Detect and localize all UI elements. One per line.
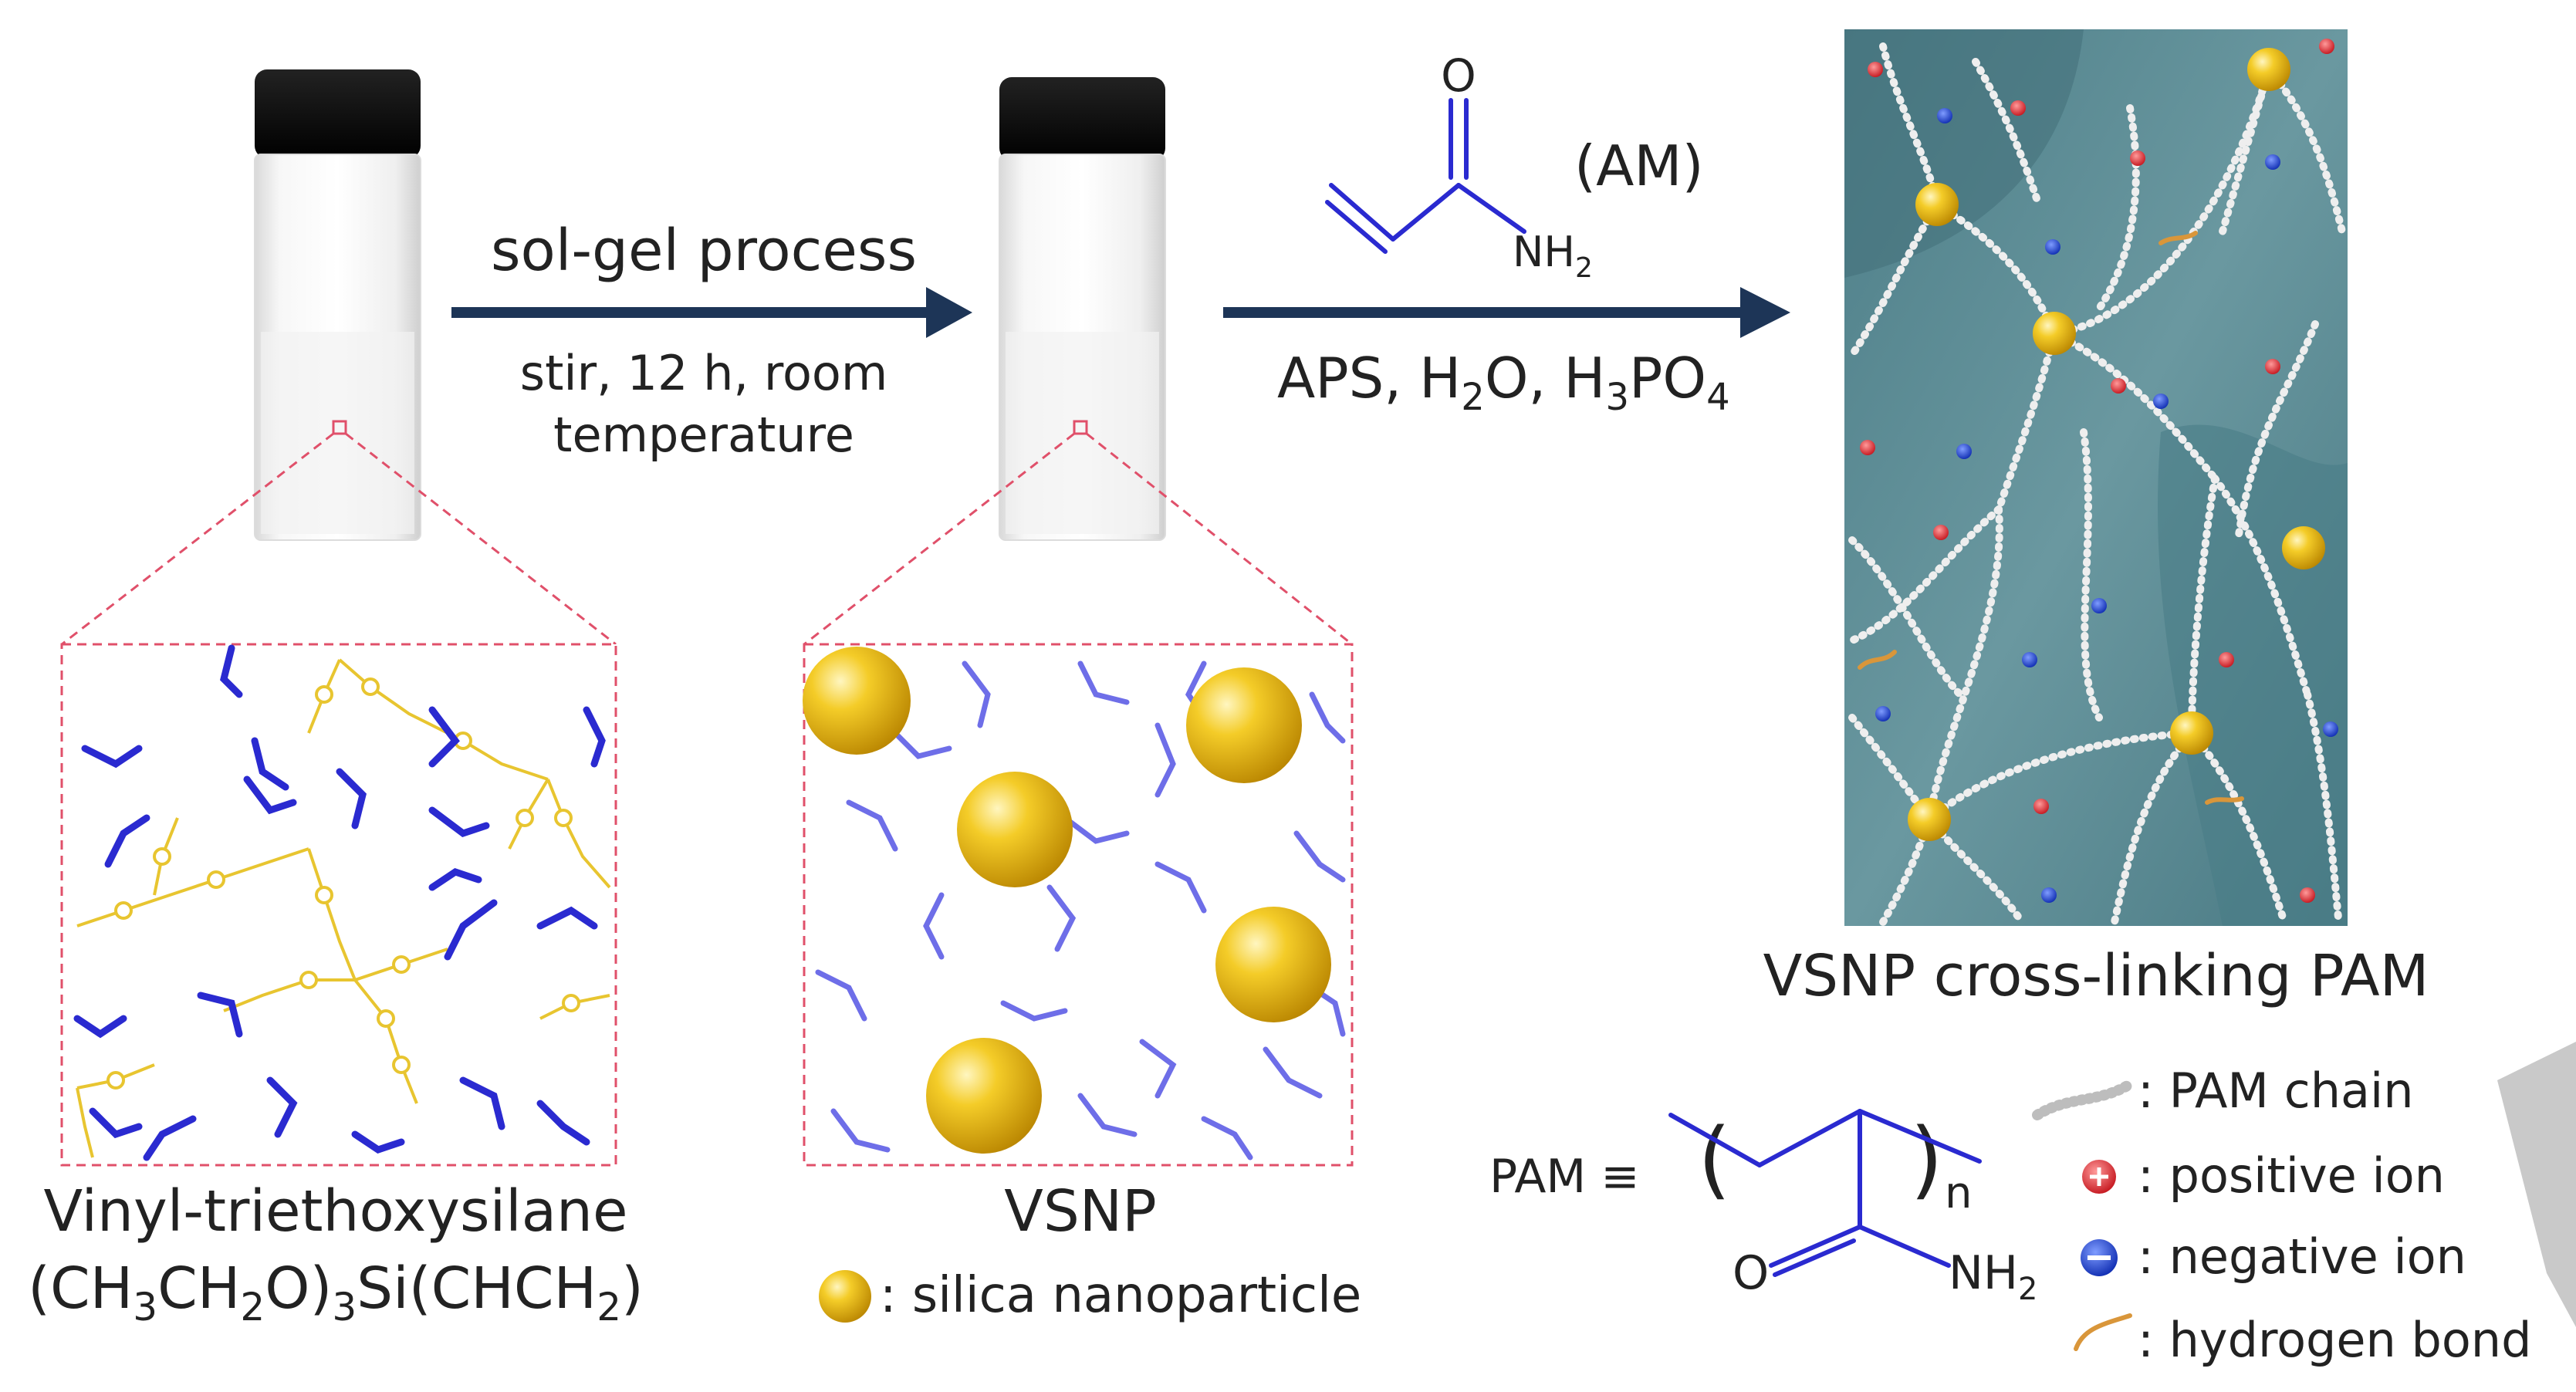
silica-spheres — [803, 647, 1331, 1154]
reaction-arrow-2 — [1223, 287, 1790, 338]
zoom-marker — [332, 420, 347, 435]
step1-label-bottom-2: temperature — [553, 407, 854, 463]
hydrogel-panel — [1844, 29, 2348, 926]
positive-ion-legend-icon — [2082, 1160, 2116, 1194]
legend-negative-ion: : negative ion — [2138, 1228, 2466, 1285]
oxygen-atoms — [106, 677, 580, 1090]
vial-cap — [255, 69, 421, 158]
silane-formula: (CH3CH2O)3Si(CHCH2) — [28, 1255, 644, 1329]
silane-network-panel — [60, 643, 617, 1167]
pam-nh: NH2 — [1949, 1246, 2037, 1307]
legend: : PAM chain : positive ion : negative io… — [2032, 1063, 2531, 1368]
crosslink-nanoparticles — [1908, 48, 2325, 841]
reaction-arrow-1 — [451, 287, 972, 338]
pam-chain-legend-icon — [2032, 1079, 2135, 1120]
legend-positive-ion: : positive ion — [2138, 1147, 2445, 1204]
pam-chains — [1848, 42, 2346, 926]
pam-lhs: PAM ≡ — [1489, 1150, 1640, 1204]
pam-bracket-right: ) — [1910, 1110, 1943, 1208]
legend-hydrogen-bond: : hydrogen bond — [2138, 1312, 2531, 1368]
vinyl-groups-light — [815, 661, 1346, 1161]
vial-2 — [999, 77, 1166, 541]
step1-label-bottom-1: stir, 12 h, room — [520, 345, 887, 401]
step1-label-top: sol-gel process — [491, 218, 917, 284]
silane-name: Vinyl-triethoxysilane — [44, 1178, 628, 1245]
negative-ion-legend-icon — [2081, 1239, 2118, 1276]
vial-1 — [254, 69, 421, 541]
pam-bracket-left: ( — [1698, 1110, 1731, 1208]
silica-legend-label: : silica nanoparticle — [880, 1267, 1361, 1324]
negative-ions — [1875, 108, 2338, 903]
vsnp-panel — [803, 643, 1354, 1167]
pam-structure: PAM ≡ ( ) n O NH2 — [1489, 1109, 2037, 1307]
vsnp-name: VSNP — [1004, 1178, 1157, 1245]
zoom-marker — [1073, 420, 1088, 435]
silica-legend-icon — [819, 1270, 871, 1323]
step2-conditions: APS, H2O, H3PO4 — [1277, 346, 1730, 419]
acrylamide-oxygen: O — [1441, 49, 1476, 102]
legend-pam-chain: : PAM chain — [2138, 1063, 2414, 1119]
pam-repeat-n: n — [1945, 1168, 1973, 1218]
positive-ions — [1860, 39, 2334, 903]
vial-cap — [999, 77, 1165, 160]
hydrogen-bond-legend-icon — [2074, 1313, 2132, 1351]
acrylamide-nh: NH2 — [1513, 228, 1593, 284]
pam-oxygen: O — [1733, 1246, 1769, 1300]
acrylamide-structure: O NH2 — [1325, 49, 1593, 284]
vinyl-groups — [73, 644, 606, 1161]
hydrogen-bonds — [1858, 231, 2244, 805]
hydrogel-caption: VSNP cross-linking PAM — [1763, 943, 2429, 1009]
zoom-lines — [61, 432, 1353, 646]
legend-decoration — [2497, 1042, 2576, 1327]
monomer-label: (AM) — [1574, 133, 1704, 198]
